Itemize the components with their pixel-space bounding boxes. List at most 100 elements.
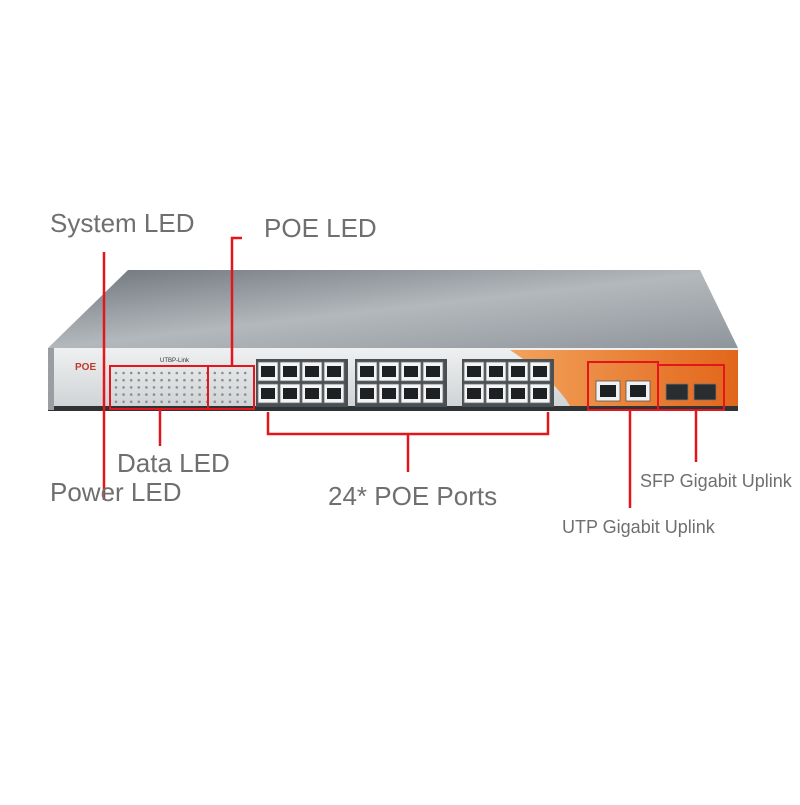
poe-port-array — [256, 359, 554, 407]
led-dot — [221, 400, 224, 404]
rj45-port-socket — [533, 366, 547, 377]
led-dot — [213, 386, 217, 389]
utp-uplink-label: UTP Gigabit Uplink — [562, 517, 715, 537]
rj45-port-socket — [426, 388, 440, 399]
led-dot — [198, 386, 201, 389]
led-dot — [160, 400, 163, 404]
uplink-ports — [595, 380, 717, 402]
rj45-port-socket — [533, 388, 547, 399]
rj45-port-socket — [467, 366, 481, 377]
led-dot — [167, 371, 171, 375]
led-dot — [129, 393, 133, 396]
led-dot — [145, 386, 148, 389]
sfp-uplink-port — [693, 383, 717, 401]
led-dot — [160, 386, 163, 389]
rj45-port-socket — [327, 388, 341, 399]
led-dot — [213, 400, 217, 404]
led-dot — [190, 386, 194, 389]
led-dot — [122, 393, 125, 396]
led-dot — [183, 371, 186, 375]
led-dot — [221, 378, 224, 382]
led-dot — [183, 393, 186, 396]
power-led-label: Power LED — [50, 477, 182, 507]
rj45-port-socket — [511, 388, 525, 399]
led-dot — [114, 386, 118, 389]
led-dot — [122, 400, 125, 404]
led-dot — [145, 371, 148, 375]
led-dot — [198, 371, 201, 375]
led-dot — [213, 378, 217, 382]
poe-led-line — [230, 236, 242, 366]
led-dot — [137, 393, 141, 396]
sfp-uplink-box — [657, 364, 725, 411]
led-dot — [114, 400, 118, 404]
led-dot — [190, 378, 194, 382]
led-dot — [198, 400, 201, 404]
rj45-port-socket — [511, 366, 525, 377]
led-dot — [175, 371, 179, 375]
led-dot — [228, 378, 232, 382]
led-dot — [190, 393, 194, 396]
led-dot — [243, 393, 247, 396]
led-dot — [137, 386, 141, 389]
led-dot — [175, 393, 179, 396]
rj45-port-socket — [283, 366, 297, 377]
rj45-port-socket — [426, 366, 440, 377]
led-dot — [129, 400, 133, 404]
front-panel-edge — [48, 406, 738, 411]
led-dot — [152, 400, 156, 404]
led-dot — [190, 400, 194, 404]
utp-uplink-socket — [630, 385, 646, 397]
led-dot — [221, 393, 224, 396]
led-dot — [114, 393, 118, 396]
led-dot — [137, 400, 141, 404]
led-dot — [152, 378, 156, 382]
poe-ports-label: 24* POE Ports — [328, 481, 498, 511]
chassis-top — [48, 270, 738, 348]
rj45-port-socket — [489, 366, 503, 377]
led-dot — [137, 378, 141, 382]
led-dot — [114, 378, 118, 382]
led-dot — [236, 393, 239, 396]
led-dot — [160, 378, 163, 382]
led-dot — [198, 393, 201, 396]
led-dot — [243, 378, 247, 382]
rj45-port-socket — [360, 388, 374, 399]
led-dot — [122, 371, 125, 375]
sfp-uplink-label: SFP Gigabit Uplink — [640, 471, 792, 491]
led-dot — [228, 393, 232, 396]
led-dot — [152, 393, 156, 396]
brand-text: UTBP-Link — [160, 358, 190, 364]
led-dot — [160, 393, 163, 396]
led-dot — [167, 378, 171, 382]
led-dot — [243, 371, 247, 375]
led-dot — [152, 371, 156, 375]
rj45-port-socket — [261, 388, 275, 399]
led-dot — [198, 378, 201, 382]
led-dot — [236, 371, 239, 375]
led-dot — [114, 371, 118, 375]
led-dot — [129, 386, 133, 389]
utp-uplink-socket — [600, 385, 616, 397]
led-dot — [228, 371, 232, 375]
rj45-port-socket — [467, 388, 481, 399]
led-dot — [145, 400, 148, 404]
led-dot — [175, 400, 179, 404]
poe-ports-bracket — [266, 412, 550, 436]
rj45-port-socket — [382, 366, 396, 377]
led-dot — [167, 386, 171, 389]
rj45-port-socket — [382, 388, 396, 399]
left-ear — [48, 348, 54, 410]
led-dot — [228, 400, 232, 404]
data-led-label: Data LED — [117, 448, 230, 478]
rj45-port-socket — [404, 366, 418, 377]
led-dot — [175, 386, 179, 389]
led-dot — [122, 386, 125, 389]
system-led-label: System LED — [50, 208, 195, 238]
led-dot — [236, 386, 239, 389]
sfp-uplink-port — [665, 383, 689, 401]
rj45-port-socket — [283, 388, 297, 399]
led-grid — [114, 371, 247, 404]
